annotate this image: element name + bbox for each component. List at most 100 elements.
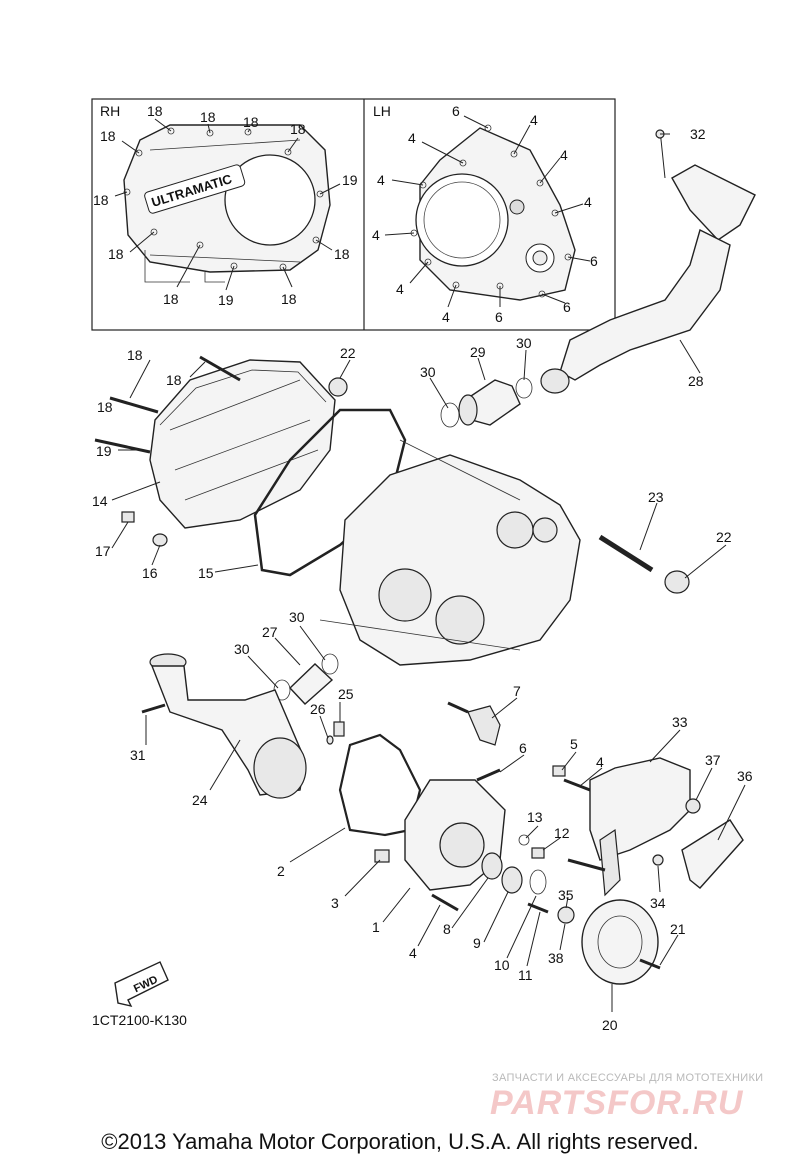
rh-callout-19-b: 19 xyxy=(218,292,234,308)
lh-callout-4-e: 4 xyxy=(584,194,592,210)
callout-18-c: 18 xyxy=(97,399,113,415)
callout-27: 27 xyxy=(262,624,278,640)
crankcase-cover-14 xyxy=(149,359,336,529)
copyright-footer: ©2013 Yamaha Motor Corporation, U.S.A. A… xyxy=(101,1129,699,1154)
fwd-arrow-icon: FWD xyxy=(114,961,169,1008)
callout-9: 9 xyxy=(473,935,481,951)
callout-3: 3 xyxy=(331,895,339,911)
crankcase xyxy=(319,439,581,666)
callout-4-b: 4 xyxy=(596,754,604,770)
callout-18-b: 18 xyxy=(166,372,182,388)
shaft-23 xyxy=(328,377,690,594)
callout-14: 14 xyxy=(92,493,108,509)
watermark-tagline: ЗАПЧАСТИ И АКСЕССУАРЫ ДЛЯ МОТОТЕХНИКИ xyxy=(492,1072,764,1084)
lh-callout-4-d: 4 xyxy=(377,172,385,188)
bearings-8-11 xyxy=(481,852,549,914)
lh-callout-6-d: 6 xyxy=(495,309,503,325)
callout-1: 1 xyxy=(372,919,380,935)
callout-12: 12 xyxy=(554,825,570,841)
rh-callout-19-a: 19 xyxy=(342,172,358,188)
callout-21: 21 xyxy=(670,921,686,937)
callout-2: 2 xyxy=(277,863,285,879)
callout-15: 15 xyxy=(198,565,214,581)
joint-27 xyxy=(273,653,339,705)
diagram-code: 1CT2100-K130 xyxy=(92,1012,187,1028)
callout-22-b: 22 xyxy=(716,529,732,545)
callout-38: 38 xyxy=(548,950,564,966)
rh-callout-18-c: 18 xyxy=(243,114,259,130)
lh-inset: LH 6 xyxy=(372,103,598,325)
rh-callout-18-d: 18 xyxy=(290,121,306,137)
callout-7: 7 xyxy=(513,683,521,699)
callout-19: 19 xyxy=(96,443,112,459)
cover-33 xyxy=(552,757,744,924)
lh-title: LH xyxy=(373,103,391,119)
rh-callout-lines xyxy=(114,118,341,291)
callout-5: 5 xyxy=(570,736,578,752)
rh-callout-18-i: 18 xyxy=(163,291,179,307)
callout-18-a: 18 xyxy=(127,347,143,363)
lh-callout-4-b: 4 xyxy=(408,130,416,146)
bracket-7 xyxy=(447,701,545,859)
callout-17: 17 xyxy=(95,543,111,559)
callout-30-c: 30 xyxy=(234,641,250,657)
rh-callout-18-j: 18 xyxy=(281,291,297,307)
callout-13: 13 xyxy=(527,809,543,825)
callout-11: 11 xyxy=(518,967,533,983)
rh-inset: RH ULTRAMATIC xyxy=(93,103,358,308)
callout-4-a: 4 xyxy=(409,945,417,961)
callout-30-d: 30 xyxy=(289,609,305,625)
callout-30-a: 30 xyxy=(420,364,436,380)
cover-20 xyxy=(581,899,661,985)
lh-callout-4-g: 4 xyxy=(396,281,404,297)
main-callout-lines xyxy=(111,133,746,1012)
dowels-25-26 xyxy=(326,721,345,745)
callout-33: 33 xyxy=(672,714,688,730)
crankcase-cover-1 xyxy=(374,779,506,912)
lh-callout-4-h: 4 xyxy=(442,309,450,325)
main-callouts: 18 18 18 19 14 17 16 15 22 30 29 30 28 3… xyxy=(92,126,753,1033)
callout-10: 10 xyxy=(494,957,510,973)
air-duct-28 xyxy=(540,129,756,394)
callout-29: 29 xyxy=(470,344,486,360)
gasket-2 xyxy=(338,733,422,837)
intake-hose-29 xyxy=(440,377,533,428)
callout-34: 34 xyxy=(650,895,666,911)
callout-30-b: 30 xyxy=(516,335,532,351)
rh-callout-18-g: 18 xyxy=(108,246,124,262)
lh-callout-lines xyxy=(384,115,591,308)
callout-25: 25 xyxy=(338,686,354,702)
lh-callout-4-a: 4 xyxy=(530,112,538,128)
rh-callout-18-e: 18 xyxy=(100,128,116,144)
callout-6: 6 xyxy=(519,740,527,756)
callout-8: 8 xyxy=(443,921,451,937)
callout-24: 24 xyxy=(192,792,208,808)
rh-callout-18-b: 18 xyxy=(200,109,216,125)
lh-callout-4-c: 4 xyxy=(560,147,568,163)
callout-23: 23 xyxy=(648,489,664,505)
lh-callout-6-c: 6 xyxy=(563,299,571,315)
pipe-24 xyxy=(141,653,307,799)
callout-35: 35 xyxy=(558,887,574,903)
rh-callout-18-a: 18 xyxy=(147,103,163,119)
callout-20: 20 xyxy=(602,1017,618,1033)
lh-callout-6-b: 6 xyxy=(590,253,598,269)
callout-36: 36 xyxy=(737,768,753,784)
watermark-logo: PARTSFOR.RU xyxy=(490,1084,744,1122)
lh-callout-4-f: 4 xyxy=(372,227,380,243)
lh-callout-6-a: 6 xyxy=(452,103,460,119)
callout-28: 28 xyxy=(688,373,704,389)
rh-clutch-cover-drawing: ULTRAMATIC xyxy=(123,124,331,283)
rh-callout-18-h: 18 xyxy=(334,246,350,262)
callout-32: 32 xyxy=(690,126,706,142)
callout-16: 16 xyxy=(142,565,158,581)
rh-title: RH xyxy=(100,103,120,119)
gasket-15 xyxy=(253,408,407,577)
callout-26: 26 xyxy=(310,701,326,717)
callout-22-a: 22 xyxy=(340,345,356,361)
callout-37: 37 xyxy=(705,752,721,768)
callout-31: 31 xyxy=(130,747,146,763)
rh-callout-18-f: 18 xyxy=(93,192,109,208)
lh-generator-cover-drawing xyxy=(410,124,576,301)
